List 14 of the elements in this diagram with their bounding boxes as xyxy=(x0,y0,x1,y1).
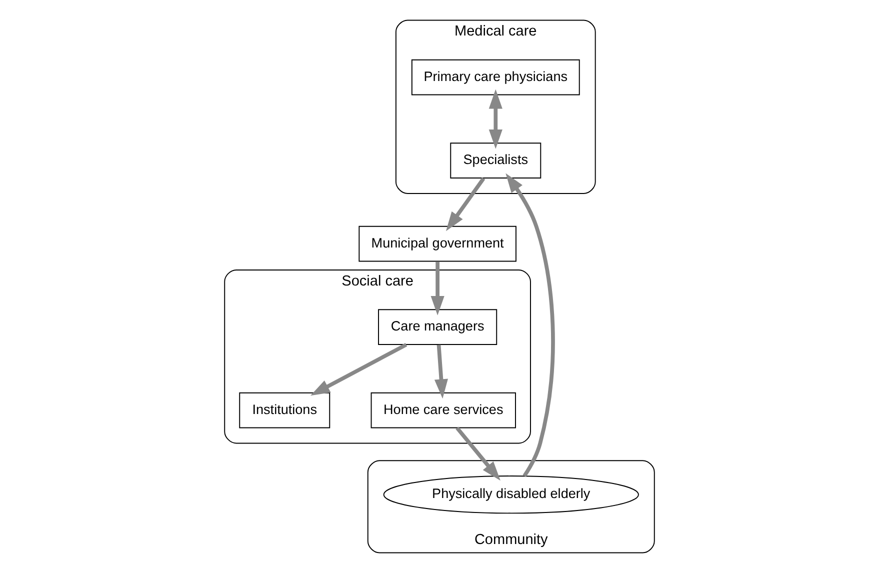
node-box: Care managers xyxy=(378,309,497,345)
node-box: Municipal government xyxy=(358,226,516,262)
arrow xyxy=(430,262,444,316)
arrow xyxy=(310,342,407,396)
arrow xyxy=(455,426,500,481)
node-box: Institutions xyxy=(238,392,330,428)
node-box: Specialists xyxy=(450,142,541,178)
node-box: Home care services xyxy=(370,392,516,428)
arrow xyxy=(445,177,485,232)
arrow xyxy=(434,344,448,399)
node-box: Primary care physicians xyxy=(410,59,580,96)
node-ellipse: Physically disabled elderly xyxy=(382,476,638,514)
arrow xyxy=(505,173,554,478)
arrow xyxy=(488,89,502,149)
